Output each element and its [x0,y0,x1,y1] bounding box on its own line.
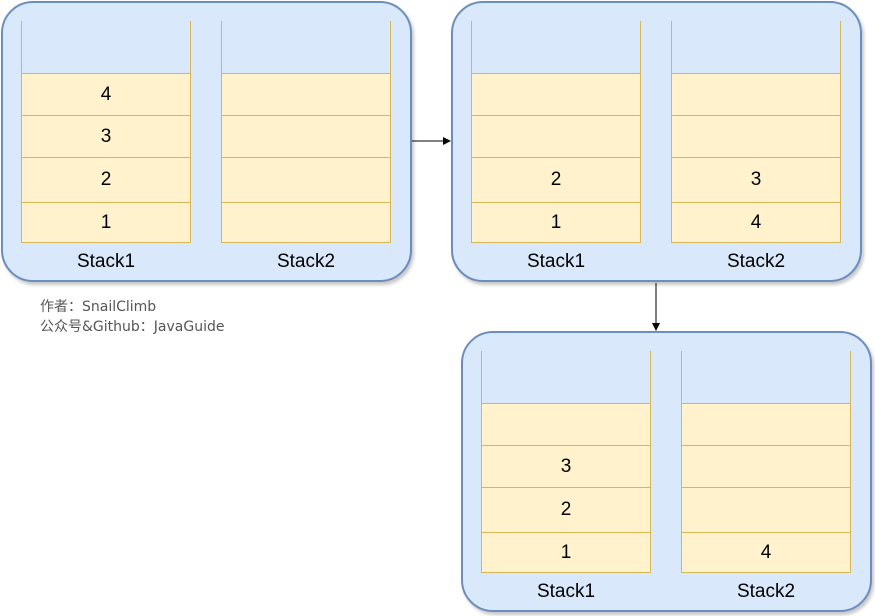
stack-cell: 3 [671,157,841,203]
stack-wall [681,351,682,403]
stack-cell [221,202,391,243]
panel-after-pop: 3 2 1 4 Stack1 Stack2 [461,331,872,612]
stack-wall [390,21,391,73]
stack1-container: 4 3 2 1 [21,21,191,243]
stack-wall [481,351,482,403]
stack-wall [840,21,841,73]
stack2-container: 4 [681,351,851,573]
stack-wall [640,21,641,73]
stack-cell [681,445,851,488]
panel-initial-state: 4 3 2 1 Stack1 Stack2 [1,1,412,282]
stack-cell: 2 [481,487,651,533]
stack-cell: 1 [21,202,191,243]
stack-wall [221,21,222,73]
stack-wall [471,21,472,73]
stack-cell [681,403,851,446]
stack1-label: Stack1 [526,251,586,272]
stack-wall [671,21,672,73]
stack-cell: 1 [481,532,651,573]
stack2-label: Stack2 [276,251,336,272]
stack2-label: Stack2 [736,581,796,602]
stack-cell: 2 [471,157,641,203]
stack-cell: 1 [471,202,641,243]
stack1-container: 3 2 1 [481,351,651,573]
stack-cell [221,73,391,116]
stack-cell: 4 [671,202,841,243]
stack2-label: Stack2 [726,251,786,272]
stack2-container [221,21,391,243]
stack1-label: Stack1 [76,251,136,272]
stack-wall [850,351,851,403]
stack-cell [221,115,391,158]
stack-wall [650,351,651,403]
stack-cell: 4 [681,532,851,573]
stack1-container: 2 1 [471,21,641,243]
stack-wall [21,21,22,73]
panel-after-transfer: 2 1 3 4 Stack1 Stack2 [451,1,862,282]
source-caption: 公众号&Github：JavaGuide [40,319,225,335]
stack-cell [681,487,851,533]
stack-cell [481,403,651,446]
stack2-container: 3 4 [671,21,841,243]
stack1-label: Stack1 [536,581,596,602]
author-caption: 作者：SnailClimb [40,299,157,315]
stack-wall [190,21,191,73]
